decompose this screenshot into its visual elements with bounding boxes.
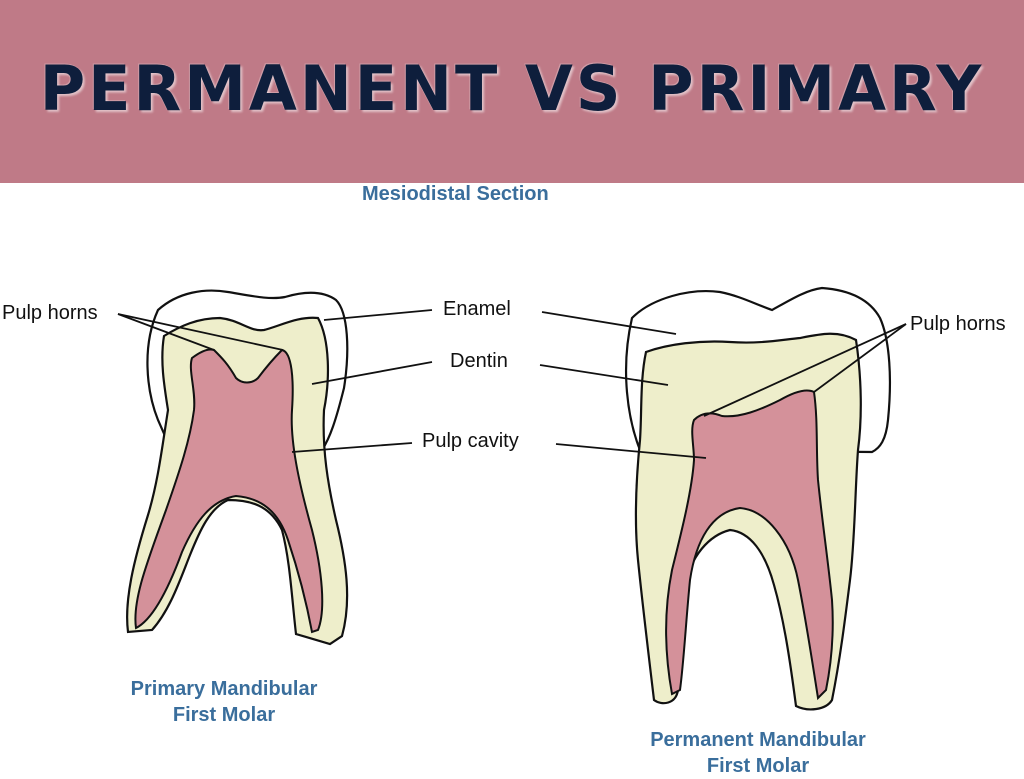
primary-molar [126,289,349,646]
label-pulp-cavity: Pulp cavity [422,430,519,452]
leader-pulp-horns-right-2 [813,323,907,393]
leader-pulp-horns-right-1 [703,323,907,417]
permanent-pulp [665,389,834,701]
leader-pulp-cavity-left [291,442,413,453]
caption-permanent: Permanent Mandibular First Molar [606,727,910,779]
caption-permanent-line1: Permanent Mandibular [650,729,866,751]
leader-pulp-horns-left-2 [117,313,284,351]
caption-primary-line2: First Molar [172,704,276,726]
label-enamel: Enamel [443,298,511,320]
title-banner: PERMANENT VS PRIMARY [0,0,1024,183]
label-pulp-horns-left: Pulp horns [2,302,98,324]
caption-primary-line1: Primary Mandibular [130,678,318,700]
leader-pulp-horns-left-1 [117,313,215,351]
label-pulp-horns-right: Pulp horns [910,313,1006,335]
caption-permanent-line2: First Molar [706,755,810,777]
section-title: Mesiodistal Section [362,183,549,205]
permanent-molar [624,286,891,711]
leader-pulp-cavity-right [555,443,707,459]
leader-dentin-left [311,361,433,385]
caption-primary: Primary Mandibular First Molar [92,676,356,728]
slide-title: PERMANENT VS PRIMARY [39,52,985,125]
primary-pulp [134,348,324,634]
leader-lines [117,309,907,459]
leader-enamel-left [323,309,433,321]
leader-enamel-right [541,311,677,335]
label-dentin: Dentin [450,350,508,372]
leader-dentin-right [539,364,669,386]
